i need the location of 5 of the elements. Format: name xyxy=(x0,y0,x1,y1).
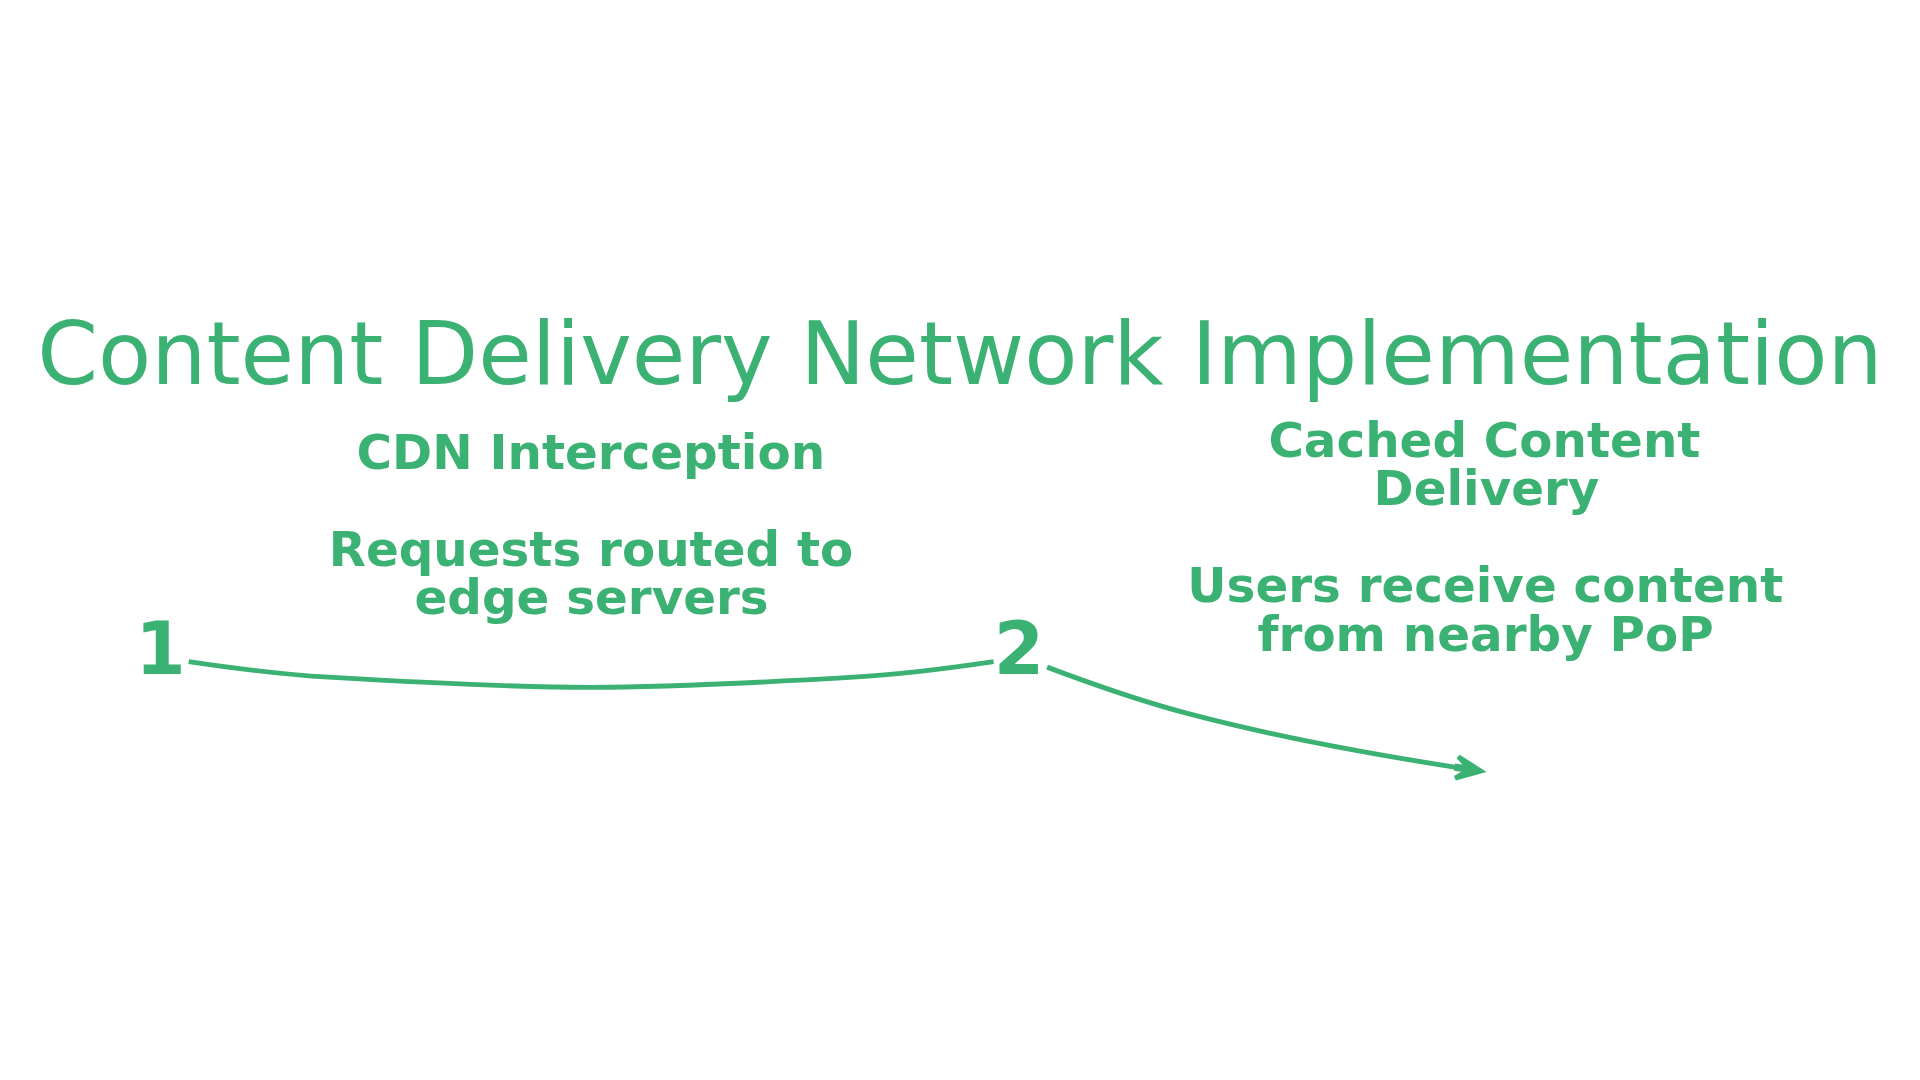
node-text: 1 xyxy=(135,606,186,691)
node-text: CDN Interception Requests routed to edge servers xyxy=(328,423,854,625)
diagram-title: Content Delivery Network Implementation xyxy=(37,302,1883,405)
node-text: 2 xyxy=(993,606,1045,691)
node-text: Cached Content Delivery Users receive content from nearby PoP xyxy=(1187,411,1784,662)
